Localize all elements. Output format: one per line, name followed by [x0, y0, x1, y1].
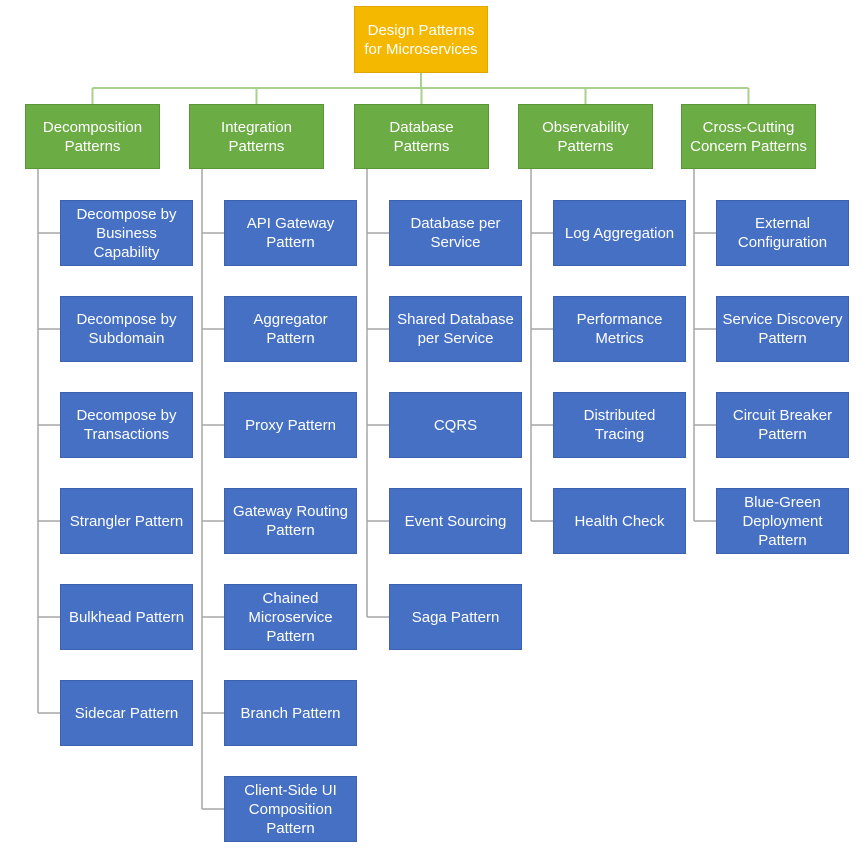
pattern-node: Bulkhead Pattern: [60, 584, 193, 650]
pattern-node: Client-Side UI Composition Pattern: [224, 776, 357, 842]
pattern-node: Strangler Pattern: [60, 488, 193, 554]
pattern-node: Performance Metrics: [553, 296, 686, 362]
pattern-node: CQRS: [389, 392, 522, 458]
category-node-4: Observability Patterns: [518, 104, 653, 169]
pattern-node: Blue-Green Deployment Pattern: [716, 488, 849, 554]
pattern-node: Decompose by Transactions: [60, 392, 193, 458]
pattern-node: Database per Service: [389, 200, 522, 266]
category-node-3: Database Patterns: [354, 104, 489, 169]
pattern-node: Sidecar Pattern: [60, 680, 193, 746]
category-node-5: Cross-Cutting Concern Patterns: [681, 104, 816, 169]
pattern-node: Decompose by Business Capability: [60, 200, 193, 266]
pattern-node: Gateway Routing Pattern: [224, 488, 357, 554]
pattern-node: Service Discovery Pattern: [716, 296, 849, 362]
pattern-node: Proxy Pattern: [224, 392, 357, 458]
pattern-node: Event Sourcing: [389, 488, 522, 554]
pattern-node: Saga Pattern: [389, 584, 522, 650]
pattern-node: API Gateway Pattern: [224, 200, 357, 266]
pattern-node: External Configuration: [716, 200, 849, 266]
pattern-node: Shared Database per Service: [389, 296, 522, 362]
category-node-2: Integration Patterns: [189, 104, 324, 169]
pattern-node: Circuit Breaker Pattern: [716, 392, 849, 458]
root-node: Design Patterns for Microservices: [354, 6, 488, 73]
pattern-node: Log Aggregation: [553, 200, 686, 266]
pattern-node: Aggregator Pattern: [224, 296, 357, 362]
pattern-node: Distributed Tracing: [553, 392, 686, 458]
pattern-node: Branch Pattern: [224, 680, 357, 746]
pattern-node: Chained Microservice Pattern: [224, 584, 357, 650]
pattern-node: Health Check: [553, 488, 686, 554]
category-node-1: Decomposition Patterns: [25, 104, 160, 169]
pattern-node: Decompose by Subdomain: [60, 296, 193, 362]
